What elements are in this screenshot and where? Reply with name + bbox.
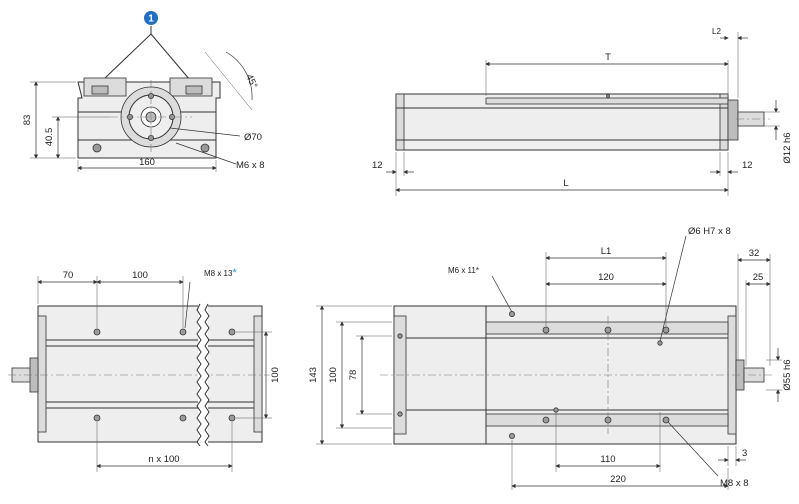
dim-d12-h6: Ø12 h6 [782, 132, 793, 163]
dim-T: T [605, 52, 611, 63]
dim-12-right: 12 [742, 160, 753, 171]
dim-220: 220 [610, 474, 626, 485]
callout-marker-number: 1 [148, 14, 154, 25]
asterisk: * [232, 267, 237, 279]
pin-d6-h7x8: Ø6 H7 x 8 [688, 226, 731, 237]
side-view: T L2 12 12 L Ø12 h6 [372, 27, 793, 196]
dim-L2: L2 [712, 27, 721, 36]
dim-78: 78 [348, 370, 359, 381]
dim-d55-h6: Ø55 h6 [782, 359, 793, 390]
dim-100-left: 100 [328, 367, 339, 383]
top-view: M6 x 11* Ø6 H7 x 8 L1 120 32 25 143 100 [308, 226, 793, 490]
dim-160: 160 [139, 157, 155, 168]
dim-angle-45: 45° [243, 73, 259, 91]
dim-L: L [563, 178, 568, 189]
dim-120: 120 [598, 272, 614, 283]
dim-83: 83 [22, 115, 33, 126]
dim-70: 70 [63, 270, 74, 281]
dim-n-x-100: n x 100 [148, 454, 179, 465]
dim-32: 32 [749, 248, 760, 259]
dim-100-vertical: 100 [270, 367, 281, 383]
dim-100-top: 100 [132, 270, 148, 281]
callout-marker: 1 [144, 11, 158, 25]
dim-d70: Ø70 [244, 132, 262, 143]
dim-12-left: 12 [372, 160, 383, 171]
thread-m8x8: M8 x 8 [720, 478, 749, 489]
front-view: 1 83 40.5 [22, 11, 265, 172]
thread-m6x8: M6 x 8 [236, 160, 265, 171]
dim-3: 3 [742, 448, 747, 459]
bottom-view: 70 100 M8 x 13* n x 100 100 [8, 267, 281, 472]
dim-143: 143 [308, 367, 319, 383]
thread-m6x11: M6 x 11* [448, 266, 479, 275]
thread-m8x13: M8 x 13* [204, 267, 237, 279]
dim-110: 110 [600, 454, 615, 465]
dim-L1: L1 [601, 246, 612, 257]
dim-25: 25 [753, 272, 764, 283]
dim-40-5: 40.5 [44, 128, 55, 147]
